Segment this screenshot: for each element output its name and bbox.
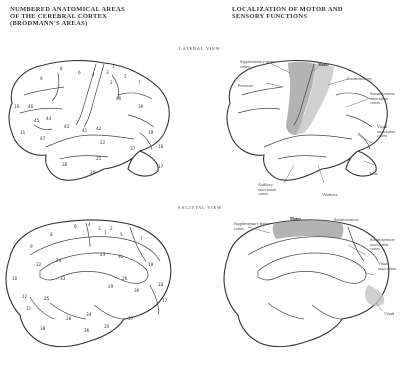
label-line: cortex [370, 247, 395, 252]
label-supplementary-motor-cortex: Supplementary motor cortex [240, 60, 276, 69]
brodmann-number: 10 [12, 276, 17, 281]
brodmann-number: 3 [98, 226, 101, 231]
brodmann-number: 11 [20, 130, 25, 135]
label-line: cortex [370, 101, 395, 106]
label-somatosensory: Somatosensory [347, 77, 372, 82]
brodmann-number: 47 [40, 136, 45, 141]
brodmann-number: 20 [90, 170, 95, 175]
right-heading-line-1: Localization of motor and [232, 6, 343, 13]
label-motor: Motor [290, 217, 301, 222]
left-heading-line-3: (Brodmann's areas) [10, 20, 125, 27]
label-line: association [378, 267, 396, 272]
brodmann-number: 8 [60, 66, 63, 71]
brodmann-number: 7 [140, 236, 143, 241]
brodmann-number: 29 [108, 284, 113, 289]
brodmann-number: 18 [158, 282, 163, 287]
label-visual-association-cortex: Visual association cortex [377, 125, 395, 139]
label-supplementary-motor-cortex: Supplementary motor cortex [234, 222, 270, 231]
brodmann-number: 31 [118, 254, 123, 259]
brodmann-number: 45 [34, 118, 39, 123]
brodmann-number: 6 [78, 70, 81, 75]
label-line: cortex [240, 65, 276, 70]
brodmann-number: 19 [148, 262, 153, 267]
brodmann-number: 7 [138, 80, 141, 85]
brodmann-number: 32 [36, 262, 41, 267]
label-line: cortex [258, 192, 276, 197]
brodmann-number: 23 [100, 252, 105, 257]
brodmann-number: 46 [28, 104, 33, 109]
brodmann-number: 4 [92, 72, 95, 77]
sagittal-view-label: Sagittal view [178, 205, 222, 210]
brodmann-number: 38 [62, 162, 67, 167]
brodmann-number: 34 [86, 312, 91, 317]
brodmann-number: 39 [138, 104, 143, 109]
brodmann-number: 5 [120, 232, 123, 237]
brodmann-number: 9 [30, 244, 33, 249]
right-heading: Localization of motor and sensory functi… [232, 6, 343, 20]
label-visual-association: Visual association [378, 262, 396, 271]
label-somatosensory: Somatosensory [334, 218, 359, 223]
brodmann-number: 9 [40, 76, 43, 81]
brodmann-number: 1 [112, 64, 115, 69]
brodmann-number: 20 [104, 324, 109, 329]
label-somatosensory-association-cortex: Somatosensory association cortex [370, 92, 395, 106]
label-line: cortex [234, 227, 270, 232]
left-heading-line-1: Numbered anatomical areas [10, 6, 125, 13]
brodmann-number: 11 [26, 306, 31, 311]
brodmann-number: 33 [60, 276, 65, 281]
brodmann-number: 25 [44, 296, 49, 301]
brodmann-number: 21 [96, 156, 101, 161]
brodmann-number: 4 [88, 222, 91, 227]
brodmann-number: 3 [106, 70, 109, 75]
label-premotor: Premotor [238, 84, 253, 89]
brodmann-number: 22 [100, 140, 105, 145]
brodmann-number: 10 [14, 104, 19, 109]
brodmann-number: 28 [66, 316, 71, 321]
brodmann-number: 37 [128, 316, 133, 321]
brodmann-number: 30 [134, 288, 139, 293]
label-auditory: Auditory [323, 193, 338, 198]
brodmann-number: 1 [104, 230, 107, 235]
brodmann-number: 8 [50, 232, 53, 237]
brodmann-number: 26 [122, 276, 127, 281]
label-motor: Motor [318, 63, 329, 68]
lateral-view-label: Lateral view [179, 46, 221, 51]
brodmann-number: 38 [40, 326, 45, 331]
brodmann-number: 19 [148, 130, 153, 135]
brodmann-number: 44 [46, 116, 51, 121]
brodmann-number: 43 [64, 124, 69, 129]
brodmann-number: 6 [74, 224, 77, 229]
brodmann-number: 18 [158, 144, 163, 149]
brodmann-number: 41 [82, 128, 87, 133]
label-visual: Visual [384, 312, 394, 317]
brodmann-number: 17 [162, 298, 167, 303]
brodmann-number: 40 [116, 96, 121, 101]
left-heading-line-2: of the cerebral cortex [10, 13, 125, 20]
brodmann-number: 17 [158, 164, 163, 169]
brodmann-number: 42 [96, 126, 101, 131]
brodmann-number: 36 [84, 328, 89, 333]
brodmann-number: 12 [22, 294, 27, 299]
brodmann-number: 5 [124, 74, 127, 79]
sagittal-brodmann-brain [0, 215, 180, 365]
right-heading-line-2: sensory functions [232, 13, 343, 20]
brodmann-number: 37 [130, 146, 135, 151]
brodmann-number: 2 [110, 80, 113, 85]
label-somatosensory-association-cortex: Somatosensory association cortex [370, 238, 395, 252]
label-taste: Taste [369, 172, 378, 177]
label-line: cortex [377, 134, 395, 139]
brodmann-number: 24 [56, 258, 61, 263]
brodmann-number: 2 [110, 226, 113, 231]
label-auditory-association-cortex: Auditory association cortex [258, 183, 276, 197]
left-heading: Numbered anatomical areas of the cerebra… [10, 6, 125, 27]
